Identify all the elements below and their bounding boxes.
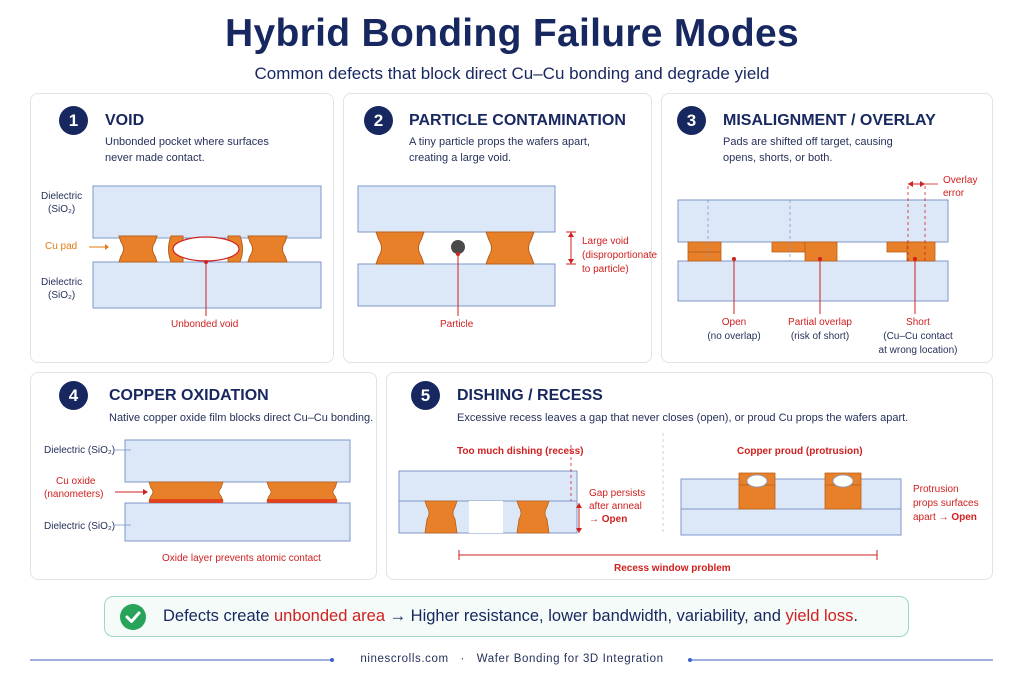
gap-arrow-top [576,503,582,508]
card-title: MISALIGNMENT / OVERLAY [723,112,936,129]
gap-arrow-bottom [576,528,582,533]
label-recess-window: Recess window problem [614,563,731,574]
cu-pad-right [485,231,535,265]
label-recess-heading: Too much dishing (recess) [457,446,584,457]
card-description: Excessive recess leaves a gap that never… [457,412,909,424]
cu-pad-top-1 [687,241,722,253]
card-number-badge: 5 [411,381,440,410]
label-dielectric-top: Dielectric (SiO₂) [41,191,83,215]
cu-pad-left [148,481,224,502]
particle-leader-dot [456,252,460,256]
card-number-badge: 2 [364,106,393,135]
cu-pad-right [266,481,338,502]
dishing-diagram [398,433,902,560]
proud-contact-point [746,474,768,488]
label-open: Open (no overlap) [707,317,761,342]
recess-gap [469,501,503,533]
card-void: 1 VOID Unbonded pocket where surfaces ne… [30,93,334,363]
dim-arrow-top [568,232,574,237]
cu-pad-bottom-2 [804,241,838,262]
proud-cu-body-left [738,484,776,510]
label-large-void: Large void (disproportionate to particle… [582,236,658,275]
card-description: Pads are shifted off target, causing ope… [723,136,893,164]
top-dielectric-layer [92,185,322,239]
cu-pad-bottom-3 [906,241,936,262]
particle-diagram [357,185,576,316]
card-description: A tiny particle props the wafers apart, … [409,136,590,164]
dim-arrow-bottom [568,259,574,264]
label-cu-oxide: Cu oxide (nanometers) [44,476,104,500]
card-misalignment: 3 MISALIGNMENT / OVERLAY Pads are shifte… [661,93,993,363]
summary-text: Defects create unbonded area → Higher re… [163,607,858,625]
card-oxidation: 4 COPPER OXIDATION Native copper oxide f… [30,372,377,580]
proud-cu-body-right [824,484,862,510]
summary-banner: Defects create unbonded area → Higher re… [104,596,909,637]
footer-tagline: Wafer Bonding for 3D Integration [476,653,664,665]
cu-oxide-film-right [267,499,337,503]
card-title: VOID [105,112,145,129]
particle-dot [451,240,465,254]
oxide-arrowhead [143,489,148,495]
checkmark-icon [120,604,146,630]
label-short: Short (Cu–Cu contact at wrong location) [878,317,958,356]
cu-pad-left [375,231,425,265]
label-partial-overlap: Partial overlap (risk of short) [788,317,852,342]
card-particle: 2 PARTICLE CONTAMINATION A tiny particle… [343,93,657,363]
label-unbonded-void: Unbonded void [171,319,239,330]
label-dielectric-top: Dielectric (SiO₂) [44,445,116,456]
label-dielectric-bottom: Dielectric (SiO₂) [44,521,116,532]
page-subtitle: Common defects that block direct Cu–Cu b… [254,64,770,83]
card-description: Native copper oxide film blocks direct C… [109,412,374,424]
card-number-badge: 3 [677,106,706,135]
card-description: Unbonded pocket where surfaces never mad… [105,136,269,164]
partial-leader-dot [818,257,822,261]
cu-pad-bottom-1 [687,251,722,262]
overlay-arrow-left [908,181,913,187]
misalignment-diagram [677,181,949,314]
top-dielectric-layer [124,439,351,483]
bottom-dielectric-layer [124,502,351,542]
card-number-badge: 4 [59,381,88,410]
top-dielectric-layer [357,185,556,233]
recess-cu-pad-right [516,500,550,534]
void-bubble [172,236,240,262]
recess-top-dielectric [398,470,578,502]
page-title: Hybrid Bonding Failure Modes [225,12,799,55]
short-leader-dot [913,257,917,261]
label-gap-persists: Gap persists after anneal → Open [589,488,646,525]
recess-cu-pad-left [424,500,458,534]
cu-pad-left [118,235,158,263]
bottom-dielectric-layer [677,260,949,302]
label-cu-pad: Cu pad [45,241,78,252]
card-dishing: 5 DISHING / RECESS Excessive recess leav… [386,372,993,580]
overlay-arrow-right [920,181,925,187]
footer: ninescrolls.com · Wafer Bonding for 3D I… [360,653,664,665]
label-dielectric-bottom: Dielectric (SiO₂) [41,277,83,301]
top-dielectric-layer [677,199,949,243]
cu-oxide-film-left [149,499,223,503]
bottom-dielectric-layer [92,261,322,309]
bottom-dielectric-layer [357,263,556,307]
cu-pad-top-2 [771,241,806,253]
label-overlay-error: Overlay error [943,175,978,199]
label-proud-heading: Copper proud (protrusion) [737,446,863,457]
footer-site[interactable]: ninescrolls.com [360,653,449,665]
oxidation-diagram [115,439,351,542]
card-title: COPPER OXIDATION [109,387,269,404]
open-leader-dot [732,257,736,261]
label-oxide-note: Oxide layer prevents atomic contact [162,553,321,564]
cu-pad-right [247,235,288,263]
proud-bottom-dielectric [680,508,902,536]
label-protrusion: Protrusion props surfaces apart → Open [913,484,979,523]
void-diagram [89,185,322,316]
proud-top-dielectric [680,478,902,510]
void-leader-dot [204,260,208,264]
card-number-badge: 1 [59,106,88,135]
card-title: PARTICLE CONTAMINATION [409,112,626,129]
proud-contact-point [832,474,854,488]
card-title: DISHING / RECESS [457,387,603,404]
label-particle: Particle [440,319,474,330]
cu-pad-arrowhead [105,244,109,250]
